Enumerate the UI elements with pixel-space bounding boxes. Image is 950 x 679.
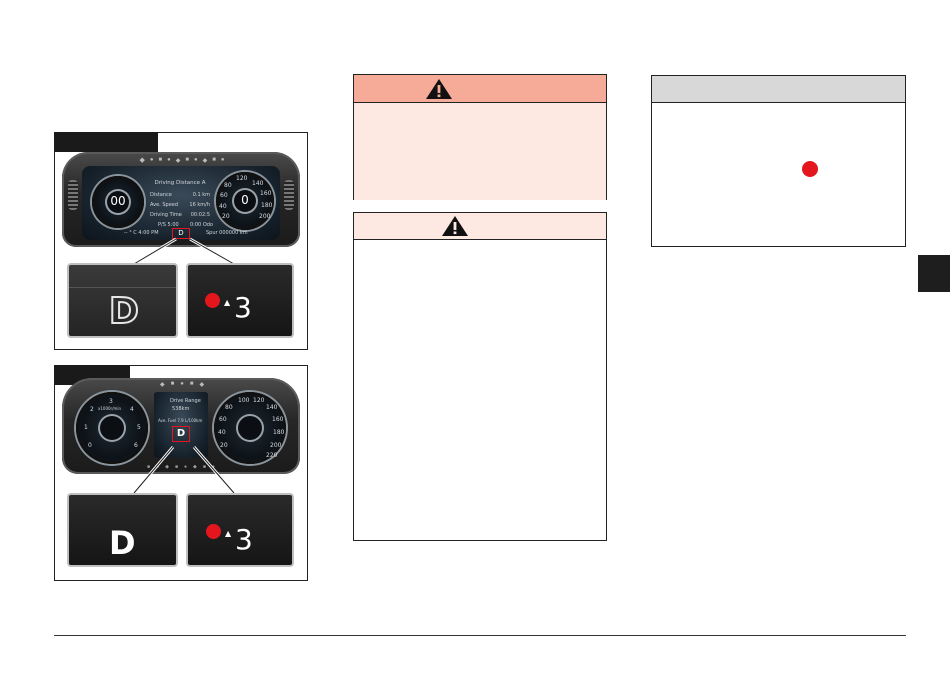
- trip-info-panel: Driving Distance A Distance 0.1 km Ave. …: [150, 180, 210, 224]
- center-display: Drive Range 538km Ave. Fuel 7.9 L/100km …: [154, 392, 208, 458]
- gauge-tick: 80: [225, 404, 233, 411]
- gear-highlight-box: D: [172, 228, 190, 239]
- gauge-tick: 120: [253, 397, 265, 404]
- gauge-tick: 140: [266, 404, 278, 411]
- instrument-cluster-top: ◆● ■● ◆■ ●◆ ■● 00 Driving Distance A Dis…: [62, 152, 300, 247]
- recommended-gear-number: 3: [235, 523, 253, 556]
- warning-header: [354, 75, 606, 103]
- gauge-tick: 160: [272, 416, 284, 423]
- gear-highlight-box: D: [172, 426, 190, 442]
- footer-rule: [54, 635, 906, 636]
- figure-top-tab: [54, 132, 158, 152]
- gauge-tick: 80: [224, 182, 232, 189]
- up-arrow-icon: ▲: [225, 529, 232, 538]
- gauge-tick: 1: [84, 424, 88, 431]
- shift-indicator-dot: [206, 524, 221, 539]
- gauge-tick: 4: [130, 406, 134, 413]
- gauge-tick: 20: [220, 442, 228, 449]
- gauge-tick: 2: [90, 406, 94, 413]
- gauge-tick: 3: [109, 398, 113, 405]
- warning-body: [354, 103, 606, 200]
- trip-row-value: 0.1 km: [192, 192, 210, 198]
- right-grill: [284, 180, 294, 210]
- warning-triangle-icon: [442, 216, 468, 236]
- bottom-center-left-readout: P/S 5:00: [158, 222, 179, 228]
- gear-letter: D: [109, 524, 136, 562]
- left-gauge-readout: 00: [110, 194, 126, 208]
- zoom-panel-shift-top: ▲ 3: [186, 263, 294, 338]
- trip-row-label: Ave. Speed: [150, 202, 179, 208]
- instrument-cluster-bottom: ◆■ ●■ ◆ 3 x1000r/min 2 4 1 5 0 6 Drive R…: [62, 378, 300, 474]
- trip-row-value: 00:02:5: [190, 212, 210, 218]
- warning-header: [354, 213, 606, 240]
- gear-indicator: D: [178, 229, 184, 237]
- gauge-tick: 140: [252, 180, 264, 187]
- gear-indicator: D: [176, 428, 186, 439]
- zoom-panel-gear-bottom: D: [67, 493, 178, 567]
- note-header: [652, 76, 905, 103]
- gauge-tick: 200: [259, 213, 271, 220]
- bottom-center-right-readout: 0:00 Odo: [190, 222, 213, 228]
- drive-range-value: 538km: [172, 406, 190, 412]
- left-gauge-top: 00: [92, 176, 144, 228]
- drive-range-title: Drive Range: [170, 398, 201, 404]
- callout-lines-bottom: [132, 446, 236, 494]
- gauge-tick: 160: [260, 190, 272, 197]
- right-gauge-top: 0 120 140 160 180 200 80 60 40 20: [216, 172, 274, 230]
- gauge-tick: 100: [238, 397, 250, 404]
- gauge-tick: 60: [219, 416, 227, 423]
- trip-info-title: Driving Distance A: [154, 180, 206, 186]
- gauge-tick: 5: [137, 424, 141, 431]
- cluster-screen-top: 00 Driving Distance A Distance 0.1 km Av…: [82, 166, 280, 240]
- tacho-unit: x1000r/min: [98, 406, 122, 411]
- left-grill: [68, 180, 78, 210]
- trip-row-label: Driving Time: [150, 212, 182, 218]
- bottom-right-readout: Spur 000000 km: [206, 230, 248, 236]
- gauge-tick: 60: [220, 192, 228, 199]
- trip-row-label: Distance: [150, 192, 172, 198]
- gauge-tick: 200: [270, 442, 282, 449]
- ave-fuel: Ave. Fuel 7.9 L/100km: [158, 418, 203, 423]
- indicator-strip: ◆● ■● ◆■ ●◆ ■●: [139, 157, 225, 164]
- warning-triangle-icon: [426, 79, 452, 99]
- up-arrow-icon: ▲: [224, 298, 231, 307]
- bottom-left-readout: -- ° C 4:00 PM: [124, 230, 159, 236]
- gear-letter-outline: D: [108, 291, 140, 333]
- trip-row-value: 16 km/h: [189, 202, 210, 208]
- gauge-tick: 220: [266, 452, 278, 459]
- right-gauge-readout: 0: [241, 193, 249, 207]
- gauge-tick: 40: [219, 203, 227, 210]
- zoom-panel-shift-bottom: ▲ 3: [186, 493, 294, 567]
- gauge-tick: 0: [88, 442, 92, 449]
- zoom-panel-gear-top: D: [67, 263, 178, 338]
- note-box: [651, 75, 906, 247]
- warning-box-secondary: [353, 212, 607, 541]
- tachometer-gauge: 3 x1000r/min 2 4 1 5 0 6: [76, 392, 148, 464]
- chapter-side-tab: [918, 255, 950, 292]
- gauge-tick: 20: [222, 213, 230, 220]
- recommended-gear-number: 3: [234, 291, 252, 324]
- shift-indicator-dot: [802, 161, 818, 177]
- gauge-tick: 6: [134, 442, 138, 449]
- gauge-tick: 120: [236, 175, 248, 182]
- gauge-tick: 180: [261, 202, 273, 209]
- shift-indicator-dot: [205, 293, 220, 308]
- warning-box-primary: [353, 74, 607, 200]
- top-indicator-strip: ◆■ ●■ ◆: [159, 381, 205, 388]
- gauge-tick: 40: [218, 429, 226, 436]
- speedometer-gauge: 100 120 80 140 60 160 40 180 20 200 220: [214, 392, 286, 464]
- callout-lines-top: [133, 237, 235, 266]
- gauge-tick: 180: [273, 429, 285, 436]
